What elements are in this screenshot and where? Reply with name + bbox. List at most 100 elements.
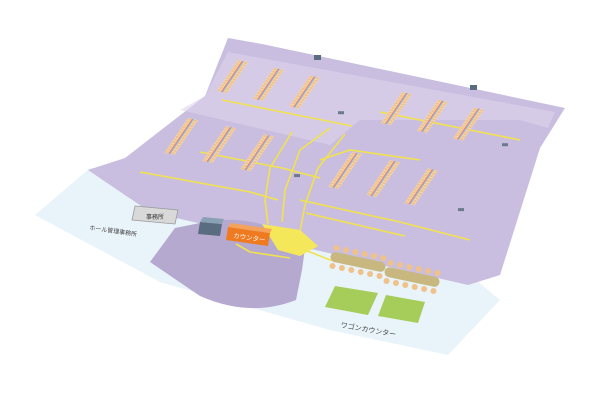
row-line-red: [420, 100, 443, 132]
seat: [397, 108, 402, 111]
seat: [299, 90, 304, 93]
seat: [373, 194, 378, 197]
seat: [295, 94, 301, 98]
seat: [472, 107, 478, 111]
chair: [329, 263, 336, 270]
block-terminal: [338, 111, 344, 115]
seat: [246, 159, 251, 163]
seat: [248, 165, 254, 169]
seat: [227, 85, 232, 89]
seat: [231, 127, 236, 131]
seat: [463, 122, 468, 125]
seat: [220, 84, 226, 87]
row-line-blue: [333, 153, 359, 189]
row-line-red: [220, 60, 243, 93]
seat: [241, 64, 246, 67]
seat: [271, 81, 276, 84]
seat: [219, 145, 224, 148]
seat: [423, 184, 428, 188]
seat: [289, 104, 294, 107]
seat: [376, 189, 382, 192]
seat: [252, 149, 258, 153]
seat: [347, 168, 352, 172]
seat: [299, 101, 304, 104]
row-line-blue: [371, 161, 397, 197]
seat: [411, 191, 417, 194]
seat: [368, 190, 374, 193]
seat: [294, 97, 299, 100]
seat: [439, 106, 445, 109]
seat: [274, 76, 279, 80]
seat: [255, 94, 260, 97]
seat: [214, 141, 220, 144]
seat: [223, 79, 229, 82]
seat: [385, 165, 390, 169]
seat: [456, 131, 462, 135]
seat: [267, 86, 273, 89]
seat: [222, 140, 228, 143]
seat: [338, 181, 344, 184]
seat: [174, 147, 180, 150]
seat: [390, 169, 395, 172]
seat: [459, 126, 465, 130]
seat: [387, 111, 393, 114]
seat: [430, 109, 435, 113]
seat: [411, 202, 416, 205]
seat: [308, 86, 314, 90]
seat: [259, 87, 265, 90]
row-line-blue: [458, 108, 481, 140]
seat: [418, 181, 423, 184]
seat: [335, 185, 340, 189]
seat: [239, 66, 245, 69]
seat: [466, 128, 471, 131]
seat: [399, 105, 404, 109]
seat: [214, 152, 219, 156]
seat: [184, 132, 190, 135]
seat: [441, 103, 446, 107]
seat: [310, 84, 315, 87]
seat: [218, 136, 223, 139]
seat: [244, 161, 249, 165]
seat: [395, 110, 401, 113]
seat: [249, 154, 254, 158]
seat: [418, 192, 423, 195]
seat: [468, 115, 473, 118]
row-line-red: [292, 76, 315, 108]
seat: [247, 157, 253, 160]
block-terminal: [458, 208, 464, 212]
chair: [342, 247, 349, 254]
wire: [199, 151, 321, 179]
seating-block: [328, 152, 464, 212]
seat: [297, 103, 302, 106]
seat: [259, 98, 265, 101]
seat: [224, 137, 229, 141]
wire: [235, 243, 291, 259]
seat: [424, 182, 430, 185]
seat: [275, 74, 281, 77]
seat: [255, 155, 261, 159]
seat: [373, 182, 379, 186]
seat: [227, 132, 233, 136]
seat: [330, 182, 336, 185]
seat: [243, 61, 248, 65]
seat: [435, 102, 440, 105]
seat: [264, 80, 270, 83]
row-line-blue: [222, 61, 245, 93]
seat: [466, 117, 471, 120]
seat: [425, 171, 430, 174]
seat: [253, 96, 258, 100]
seat: [259, 150, 264, 154]
seat: [257, 153, 262, 156]
table-top: [384, 267, 440, 287]
seat: [399, 94, 404, 98]
seat: [397, 97, 402, 100]
row-line-blue: [169, 119, 195, 155]
seat: [469, 123, 474, 126]
seat: [256, 144, 261, 148]
row-line-red: [206, 127, 231, 162]
seat: [302, 85, 307, 88]
chair: [396, 262, 403, 269]
seat: [269, 72, 274, 76]
seat: [402, 100, 407, 104]
seat: [355, 156, 360, 159]
